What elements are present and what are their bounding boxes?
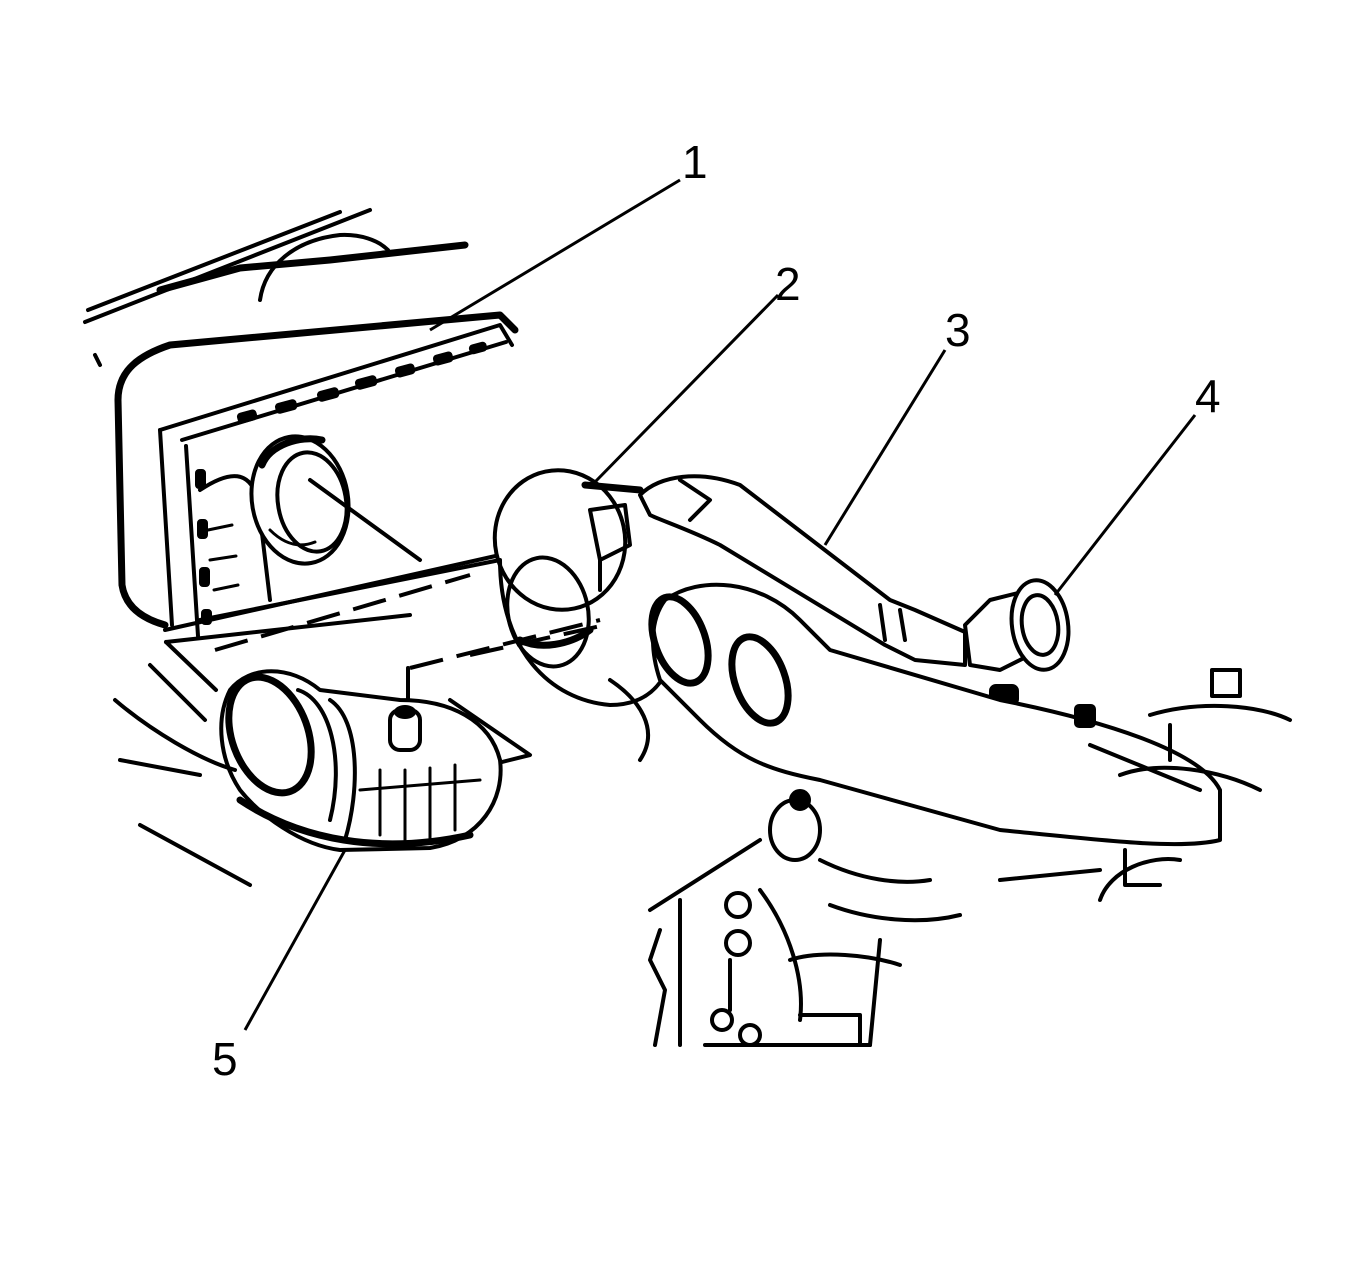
- engine-block: [648, 789, 962, 1047]
- callout-4: 4: [1195, 370, 1221, 422]
- engine-manifold: [648, 582, 1292, 902]
- callout-2: 2: [775, 258, 801, 310]
- bolt-heads: [710, 891, 762, 1047]
- throttle-body: [492, 468, 677, 762]
- callout-5: 5: [212, 1033, 238, 1085]
- callout-1: 1: [682, 136, 708, 188]
- air-cleaner-housing: [114, 311, 519, 652]
- callout-3: 3: [945, 304, 971, 356]
- housing-clips: [195, 341, 488, 625]
- air-intake-duct: [113, 663, 503, 887]
- vehicle-body-lines: [83, 208, 469, 367]
- callout-leaders: [243, 178, 1197, 1031]
- assembly-guide-lines: [164, 613, 606, 767]
- pcv-valve: [963, 578, 1071, 706]
